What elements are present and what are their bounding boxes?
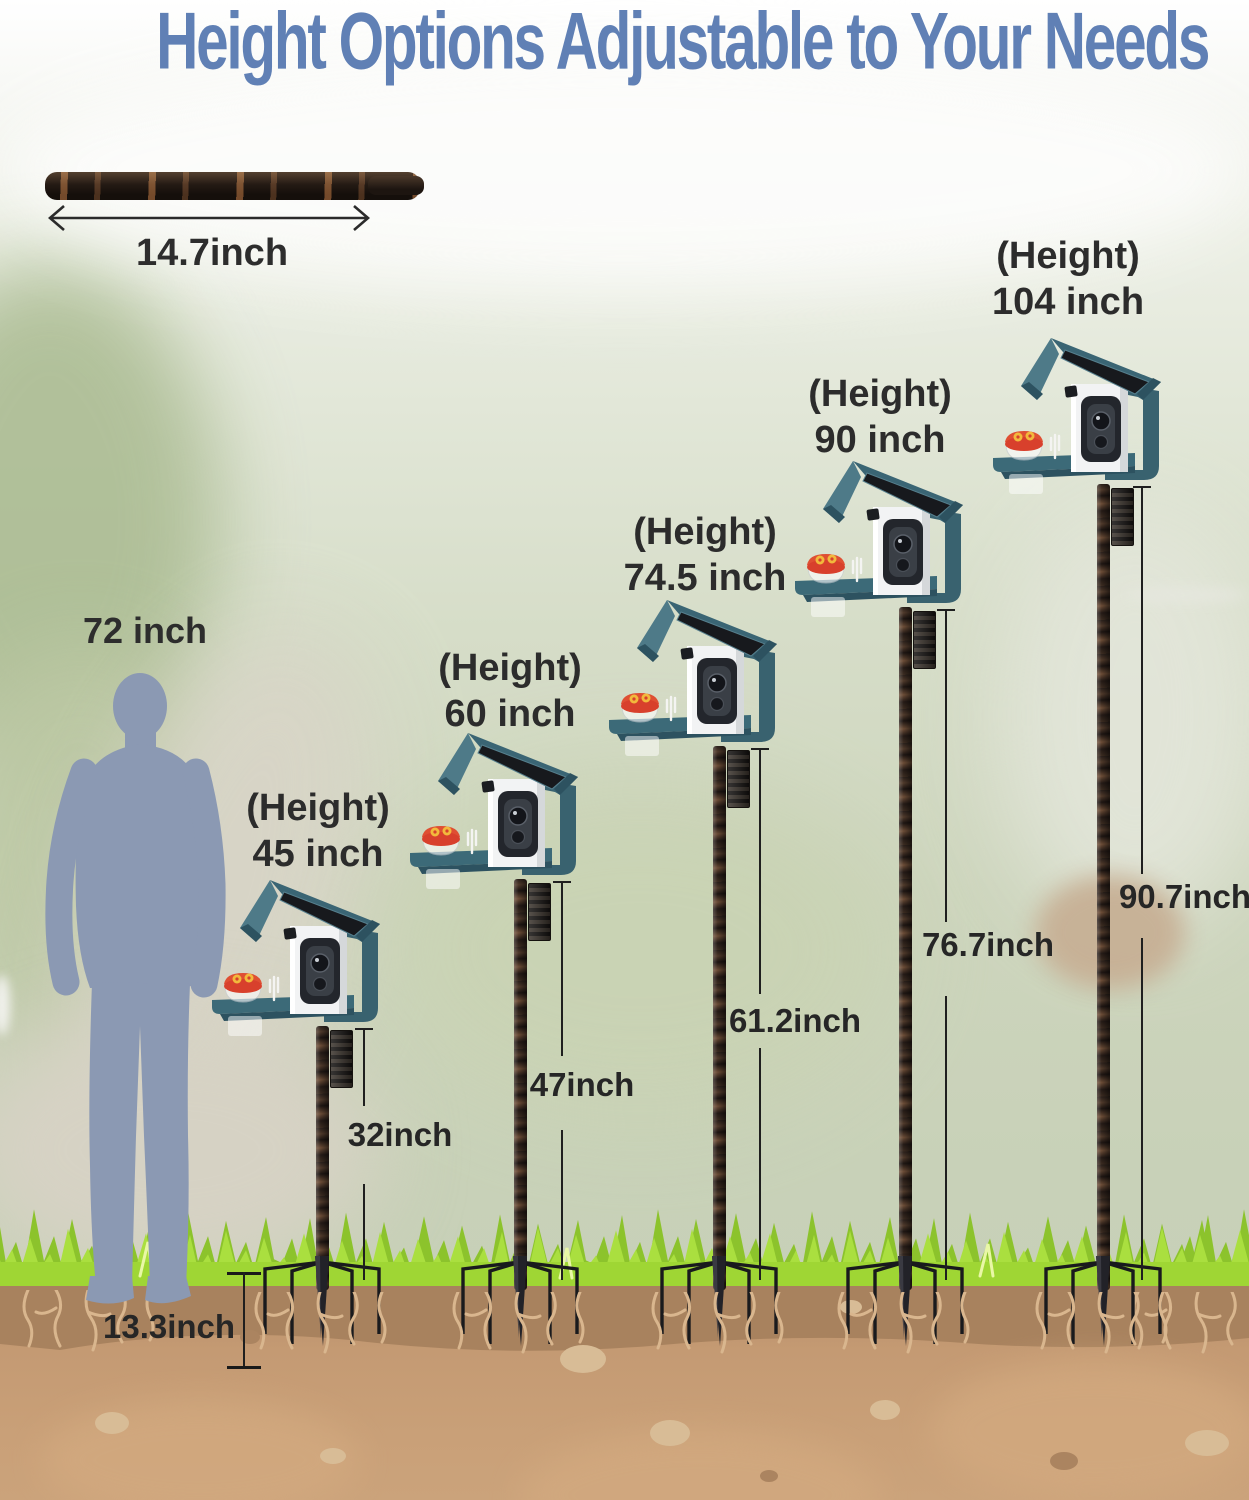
bird-feeder-illustration — [993, 336, 1168, 496]
soil-top-band — [0, 1286, 1249, 1351]
soil-stone — [840, 1300, 862, 1314]
measure-line — [945, 609, 947, 922]
soil-roots — [1023, 1292, 1183, 1372]
feeder-height-label: (Height) 45 inch — [193, 786, 443, 877]
bird-feeder-illustration — [609, 598, 784, 758]
background-haze-right — [1000, 500, 1249, 930]
background-hay-bale — [1035, 875, 1185, 990]
soil-roots — [440, 1292, 600, 1372]
above-ground-label: 76.7inch — [921, 926, 1055, 963]
person-silhouette — [24, 666, 234, 1316]
bird-feeder-illustration — [212, 878, 387, 1038]
pole-mount-bracket — [1111, 488, 1134, 546]
pole-length-label: 14.7inch — [135, 232, 289, 274]
measure-line — [561, 1130, 563, 1280]
measure-line — [561, 881, 563, 1056]
soil-stone — [240, 1330, 260, 1344]
soil-light-patch — [930, 1360, 1249, 1500]
height-caption: (Height) — [438, 647, 582, 689]
background-fence — [1128, 588, 1246, 602]
above-ground-label: 47inch — [529, 1066, 635, 1103]
soil-stone — [650, 1420, 690, 1446]
height-caption: (Height) — [996, 235, 1140, 277]
measure-line — [759, 1048, 761, 1280]
feeder-pole — [899, 607, 912, 1290]
depth-bracket-bottom — [227, 1366, 261, 1369]
background-field-center — [380, 780, 900, 1120]
soil-stone — [1185, 1430, 1229, 1456]
measure-line — [363, 1184, 365, 1280]
feeder-height-label: (Height) 60 inch — [385, 646, 635, 737]
feeder-pole — [713, 746, 726, 1290]
height-value: 45 inch — [252, 832, 384, 875]
height-caption: (Height) — [808, 373, 952, 415]
soil-stone — [95, 1412, 129, 1434]
person-height-label: 72 inch — [82, 610, 208, 651]
grass-strip — [0, 1209, 1249, 1288]
above-ground-label: 90.7inch — [1118, 878, 1249, 915]
pole-connector-tip — [368, 176, 424, 195]
above-ground-label: 61.2inch — [728, 1002, 862, 1039]
depth-bracket-line — [243, 1272, 245, 1368]
soil-stone — [1050, 1452, 1078, 1470]
soil-roots — [639, 1292, 799, 1372]
height-value: 104 inch — [991, 280, 1145, 323]
page-title: Height Options Adjustable to Your Needs — [156, 0, 1210, 87]
height-value: 60 inch — [444, 692, 576, 735]
height-value: 90 inch — [814, 418, 946, 461]
background-fog-top — [0, 50, 1249, 290]
measure-line — [1141, 938, 1143, 1280]
soil-stone — [760, 1470, 778, 1482]
bird-feeder-illustration — [410, 731, 585, 891]
soil-stone — [560, 1345, 606, 1373]
feeder-pole — [1097, 484, 1110, 1290]
bird-feeder-illustration — [795, 459, 970, 619]
soil-stone — [870, 1400, 900, 1420]
pole-wood-texture — [45, 172, 420, 200]
measure-line — [759, 748, 761, 994]
above-ground-label: 32inch — [347, 1116, 453, 1153]
feeder-height-label: (Height) 74.5 inch — [580, 510, 830, 601]
soil-stone — [320, 1448, 346, 1464]
feeder-height-label: (Height) 90 inch — [755, 372, 1005, 463]
measure-line — [1141, 486, 1143, 874]
pole-segment-image — [45, 172, 424, 200]
measure-line — [945, 996, 947, 1280]
soil-light-patch — [40, 1400, 360, 1500]
underground-depth-label: 13.3inch — [103, 1308, 236, 1345]
soil-roots — [242, 1292, 402, 1372]
feeder-height-label: (Height) 104 inch — [943, 234, 1193, 325]
length-arrow-icon — [48, 205, 370, 231]
height-caption: (Height) — [246, 787, 390, 829]
pole-mount-bracket — [727, 750, 750, 808]
height-value: 74.5 inch — [623, 556, 787, 599]
pole-mount-bracket — [528, 883, 551, 941]
soil-roots — [825, 1292, 985, 1372]
background-post-left — [0, 975, 10, 1035]
height-caption: (Height) — [633, 511, 777, 553]
feeder-pole — [514, 879, 527, 1290]
measure-line — [363, 1028, 365, 1106]
pole-mount-bracket — [913, 611, 936, 669]
feeder-pole — [316, 1026, 329, 1290]
pole-mount-bracket — [330, 1030, 353, 1088]
